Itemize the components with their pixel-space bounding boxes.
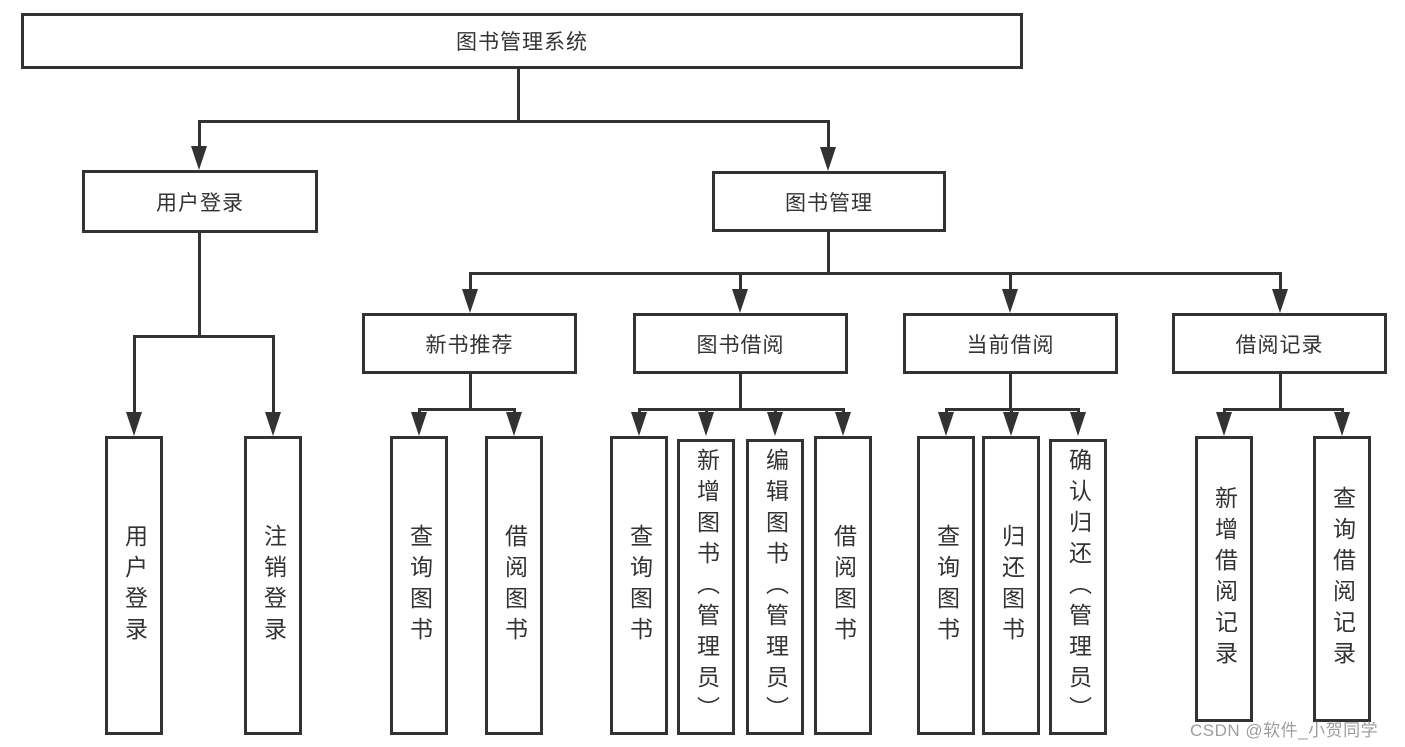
node-borrow-records-label: 借阅记录: [1235, 333, 1324, 357]
leaf-cur-confirm-return: 确认归还（管理员）: [1049, 439, 1107, 735]
leaf-rec-query-record: 查询借阅记录: [1313, 436, 1371, 722]
leaf-rec-query-books: 查询图书: [390, 436, 448, 735]
connector-drop-user-login: [198, 120, 201, 150]
arrow-user-login: [191, 146, 207, 170]
leaf-rec-borrow-books-label: 借阅图书: [501, 523, 528, 648]
arrow-rec-query: [411, 412, 427, 436]
arrow-current-borrow: [1002, 289, 1018, 313]
arrow-cb-return: [1003, 412, 1019, 436]
arrow-book-mgmt: [820, 147, 836, 171]
connector-book-mgmt-stem: [827, 232, 830, 272]
leaf-logout: 注销登录: [244, 436, 302, 735]
leaf-user-login-label: 用户登录: [121, 523, 148, 648]
arrow-book-borrow: [732, 289, 748, 313]
leaf-borrow-borrow-books: 借阅图书: [814, 436, 872, 735]
node-book-mgmt-label: 图书管理: [785, 191, 873, 215]
node-root-system: 图书管理系统: [21, 13, 1023, 69]
arrow-rec-borrow: [506, 412, 522, 436]
node-root-label: 图书管理系统: [456, 31, 588, 54]
connector-level1-bar: [198, 120, 830, 123]
arrow-logout-leaf: [265, 412, 281, 436]
connector-drop-book-borrow: [739, 272, 742, 292]
arrow-new-book-rec: [462, 289, 478, 313]
node-new-book-rec: 新书推荐: [362, 313, 577, 374]
connector-level2-bar: [469, 272, 1282, 275]
node-user-login: 用户登录: [82, 170, 318, 233]
connector-new-book-rec-stem: [469, 374, 472, 408]
node-new-book-rec-label: 新书推荐: [425, 333, 514, 357]
connector-current-borrow-stem: [1009, 374, 1012, 408]
leaf-borrow-edit-books: 编辑图书（管理员）: [746, 439, 804, 735]
node-book-mgmt: 图书管理: [712, 171, 946, 232]
connector-new-book-rec-bar: [418, 408, 516, 411]
node-book-borrow: 图书借阅: [633, 313, 848, 374]
connector-drop-book-mgmt: [827, 120, 830, 150]
leaf-cur-return-books-label: 归还图书: [998, 523, 1025, 648]
connector-borrow-records-stem: [1279, 374, 1282, 408]
arrow-bb-borrow: [835, 412, 851, 436]
arrow-cb-confirm: [1070, 412, 1086, 436]
connector-book-borrow-stem: [739, 374, 742, 408]
connector-drop-borrow-records: [1279, 272, 1282, 292]
leaf-borrow-edit-books-label: 编辑图书（管理员）: [762, 447, 789, 727]
leaf-user-login: 用户登录: [105, 436, 163, 735]
node-borrow-records: 借阅记录: [1172, 313, 1387, 374]
connector-drop-logout-leaf: [272, 335, 275, 414]
leaf-cur-query-books: 查询图书: [917, 436, 975, 735]
connector-book-borrow-bar: [638, 408, 845, 411]
arrow-cb-query: [938, 412, 954, 436]
leaf-borrow-borrow-books-label: 借阅图书: [830, 523, 857, 648]
leaf-borrow-query-books: 查询图书: [610, 436, 668, 735]
leaf-borrow-add-books-label: 新增图书（管理员）: [693, 447, 720, 727]
leaf-rec-add-record-label: 新增借阅记录: [1211, 486, 1238, 672]
leaf-borrow-query-books-label: 查询图书: [626, 523, 653, 648]
node-user-login-label: 用户登录: [156, 191, 244, 215]
arrow-br-query: [1334, 412, 1350, 436]
arrow-login-leaf: [126, 412, 142, 436]
arrow-bb-edit: [767, 412, 783, 436]
node-current-borrow: 当前借阅: [903, 313, 1118, 374]
node-current-borrow-label: 当前借阅: [966, 333, 1055, 357]
leaf-rec-query-record-label: 查询借阅记录: [1329, 486, 1356, 672]
leaf-rec-add-record: 新增借阅记录: [1195, 436, 1253, 722]
arrow-bb-add: [698, 412, 714, 436]
connector-user-login-bar: [133, 335, 275, 338]
leaf-logout-label: 注销登录: [260, 523, 287, 648]
arrow-bb-query: [631, 412, 647, 436]
connector-drop-current-borrow: [1009, 272, 1012, 292]
leaf-cur-return-books: 归还图书: [982, 436, 1040, 735]
leaf-cur-query-books-label: 查询图书: [933, 523, 960, 648]
connector-borrow-records-bar: [1223, 408, 1344, 411]
csdn-watermark: CSDN @软件_小贺同学: [1190, 721, 1379, 740]
leaf-cur-confirm-return-label: 确认归还（管理员）: [1065, 447, 1092, 727]
node-book-borrow-label: 图书借阅: [696, 333, 785, 357]
arrow-borrow-records: [1272, 289, 1288, 313]
leaf-borrow-add-books: 新增图书（管理员）: [677, 439, 735, 735]
arrow-br-add: [1216, 412, 1232, 436]
connector-drop-login-leaf: [133, 335, 136, 414]
connector-root-stem: [517, 69, 520, 120]
connector-drop-new-book-rec: [469, 272, 472, 292]
connector-user-login-stem: [198, 233, 201, 335]
leaf-rec-query-books-label: 查询图书: [406, 523, 433, 648]
leaf-rec-borrow-books: 借阅图书: [485, 436, 543, 735]
